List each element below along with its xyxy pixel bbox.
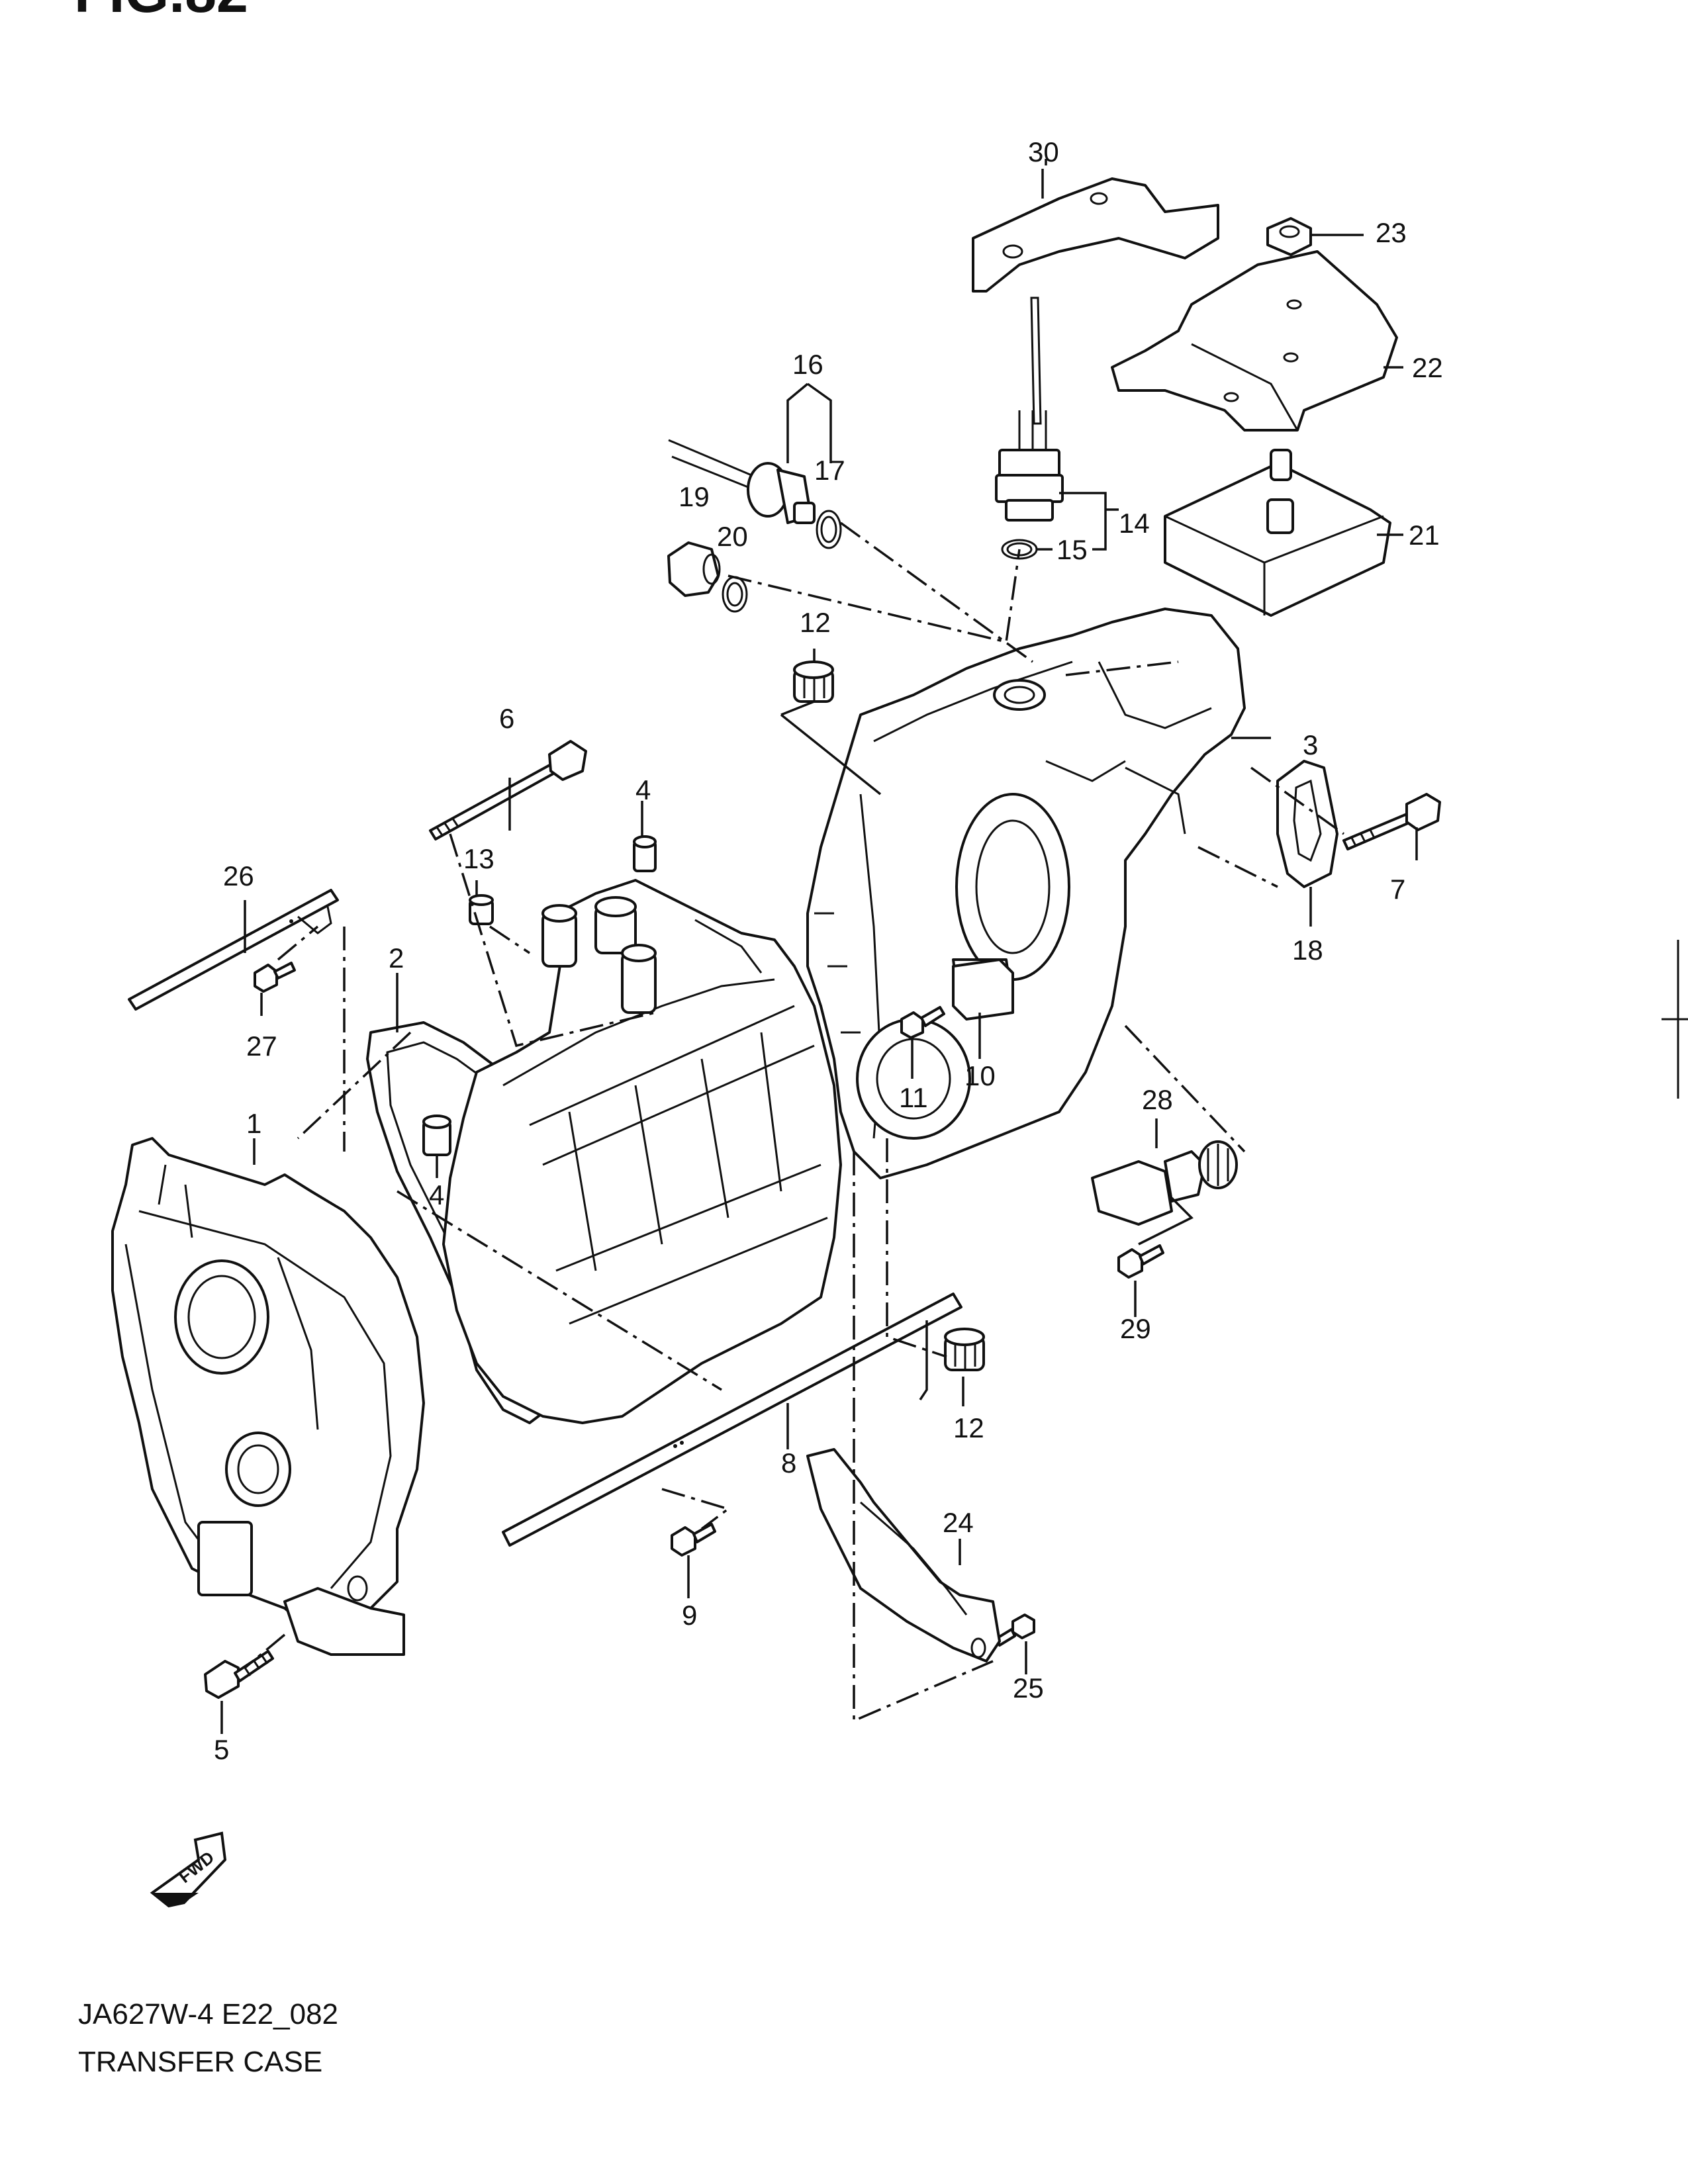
callout-29: 29 [1120, 1313, 1151, 1344]
main-gear-case [442, 879, 842, 1424]
page-edge-mark [1662, 940, 1688, 1099]
part-1-case-half [111, 1137, 425, 1656]
callout-12-lower: 12 [953, 1412, 984, 1443]
dashed-alignment-lines [244, 522, 1345, 1723]
part-14-switch [995, 296, 1064, 522]
part-22-bracket [1111, 250, 1398, 432]
callout-4-lower: 4 [429, 1179, 444, 1210]
callout-24: 24 [943, 1507, 974, 1538]
callout-9: 9 [682, 1600, 697, 1631]
callout-22: 22 [1412, 352, 1443, 383]
callout-8: 8 [781, 1447, 796, 1479]
part-4-dowel-upper [633, 835, 657, 872]
fwd-direction-arrow: FWD [150, 1831, 227, 1908]
part-30-bracket [972, 177, 1219, 293]
callout-3: 3 [1303, 729, 1318, 760]
figure-title: FIG.82 [74, 0, 248, 24]
callout-19: 19 [679, 481, 710, 512]
callout-27: 27 [246, 1030, 277, 1062]
part-6-long-bolt [429, 740, 587, 841]
part-8-strip [502, 1293, 962, 1547]
part-17-o-ring [816, 510, 842, 549]
part-12-plug-lower [944, 1328, 985, 1371]
callout-6: 6 [499, 703, 514, 734]
part-25-bolt [995, 1614, 1035, 1647]
callout-25: 25 [1013, 1672, 1044, 1704]
callout-1: 1 [246, 1108, 261, 1139]
callout-20: 20 [717, 521, 748, 552]
part-26-strip [128, 889, 339, 1011]
callout-2: 2 [389, 942, 404, 974]
callout-18: 18 [1292, 934, 1323, 966]
part-7-bolt [1342, 793, 1441, 850]
callout-12-upper: 12 [800, 607, 831, 638]
callout-26: 26 [223, 860, 254, 891]
part-18-gasket [1276, 760, 1338, 888]
part-10-plate [952, 958, 1014, 1021]
part-23-nut [1266, 217, 1312, 256]
diagram-code: JA627W-4 E22_082 [78, 1998, 338, 2030]
part-19-plug [667, 541, 721, 597]
diagram-name: TRANSFER CASE [78, 2046, 322, 2078]
callout-5: 5 [214, 1734, 229, 1765]
callout-23: 23 [1376, 217, 1407, 248]
part-28-speed-sensor [1091, 1140, 1238, 1226]
callout-14: 14 [1119, 508, 1150, 539]
part-13-plug [469, 894, 494, 925]
callout-11: 11 [899, 1082, 928, 1113]
part-27-bolt [254, 962, 296, 993]
part-5-bolt [204, 1650, 274, 1699]
part-24-bracket [806, 1448, 1001, 1662]
callout-15: 15 [1056, 534, 1088, 565]
callout-17: 17 [814, 455, 845, 486]
callout-4-upper: 4 [635, 774, 651, 805]
part-29-bolt [1117, 1244, 1164, 1279]
part-9-bolt [671, 1523, 716, 1557]
callout-16: 16 [792, 349, 823, 380]
part-21-control-module [1164, 449, 1391, 617]
callout-21: 21 [1409, 520, 1440, 551]
callout-labels: 30 23 22 21 16 17 19 20 14 15 12 3 6 4 7… [214, 136, 1443, 1765]
part-12-plug-upper [793, 660, 834, 703]
callout-28: 28 [1142, 1084, 1173, 1115]
callout-10: 10 [964, 1060, 996, 1091]
part-11-bolt [900, 1006, 945, 1039]
callout-7: 7 [1390, 874, 1405, 905]
part-16-sensor [668, 439, 816, 524]
callout-13: 13 [463, 843, 494, 874]
callout-30: 30 [1028, 136, 1059, 167]
leader-lines [220, 159, 1418, 1734]
part-4-dowel-lower [422, 1115, 451, 1156]
part-3-rear-case [806, 608, 1246, 1179]
part-20-o-ring [722, 576, 748, 613]
